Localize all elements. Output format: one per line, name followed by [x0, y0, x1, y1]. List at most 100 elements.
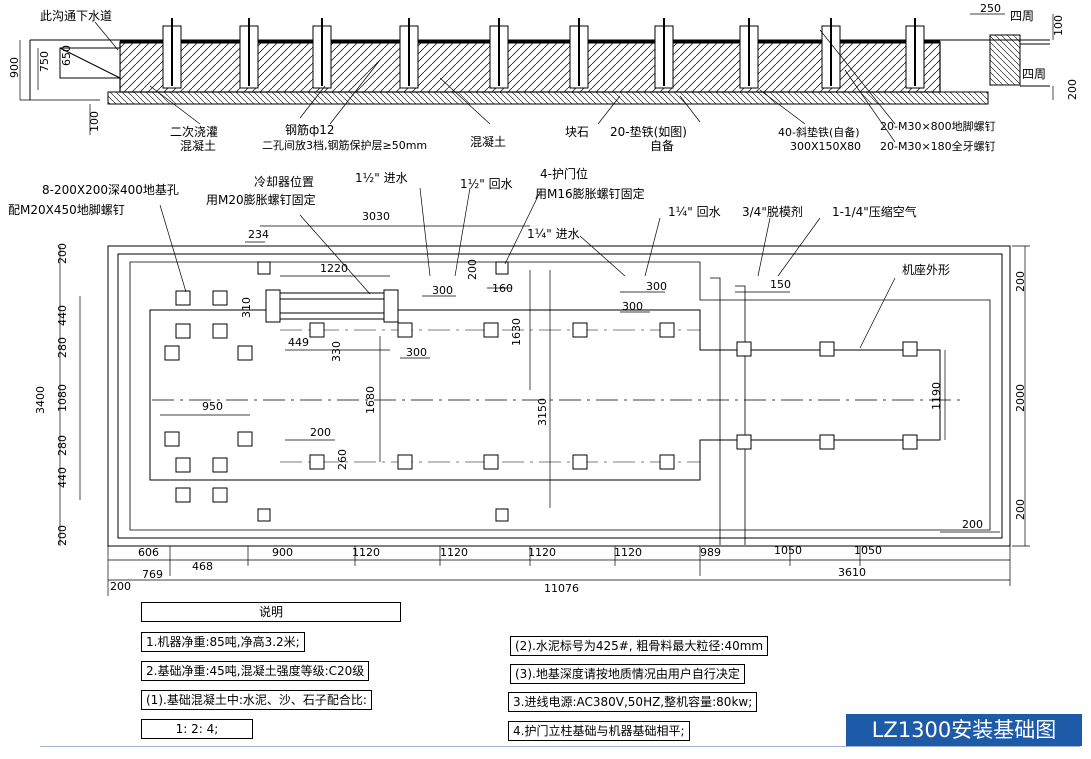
right-dim-200-top: 200 — [1014, 271, 1027, 292]
section-leaders — [19, 13, 1054, 143]
bottom-dim-200: 200 — [110, 580, 131, 593]
note-5: (2).水泥标号为425#, 粗骨料最大粒径:40mm — [510, 636, 769, 656]
left-dim-3400: 3400 — [34, 386, 47, 414]
section-bolts — [162, 18, 925, 89]
base-course — [107, 91, 989, 105]
right-dim-200-h: 200 — [962, 518, 983, 531]
right-dim-2000: 2000 — [1014, 384, 1027, 412]
rebar-note: 二孔间放3档,钢筋保护层≥50mm — [262, 138, 427, 152]
bottom-dim-468: 468 — [192, 560, 213, 573]
wedge-label: 40-斜垫铁(自备) — [778, 125, 860, 139]
left-dim-280-top: 280 — [56, 337, 69, 358]
bolt-holes — [164, 261, 918, 522]
left-dim-440-bot: 440 — [56, 467, 69, 488]
drawing-title-badge: LZ1300安装基础图 — [846, 714, 1082, 746]
bottom-dim-1120-d: 1120 — [614, 546, 642, 559]
secondary-pour-label: 二次浇灌 — [170, 125, 218, 139]
air-label: 1-1/4"压缩空气 — [832, 204, 917, 219]
bottom-dim-11076: 11076 — [544, 582, 579, 595]
bottom-dim-1120-a: 1120 — [352, 546, 380, 559]
drain-label: 此沟通下水道 — [40, 9, 112, 23]
anchor-bolt — [239, 18, 259, 89]
anchor-bolt — [399, 18, 419, 89]
dim-449: 449 — [288, 336, 309, 349]
anchor-bolt — [821, 18, 841, 89]
bolt-hole — [237, 431, 253, 447]
door-post — [495, 261, 509, 275]
bolt-hole — [175, 487, 191, 503]
water-in-1: 1½" 进水 — [355, 171, 408, 185]
bolt-hole — [483, 454, 499, 470]
door-label: 4-护门位 — [540, 166, 588, 181]
note-7: 3.进线电源:AC380V,50HZ,整机容量:80kw; — [508, 692, 758, 712]
base-outline-label: 机座外形 — [902, 262, 950, 277]
bolt-hole — [164, 345, 180, 361]
plan-labels: 8-200X200深400地基孔 配M20X450地脚螺钉 冷却器位置 用M20… — [8, 166, 950, 277]
concrete-label: 混凝土 — [470, 134, 506, 149]
bolt-hole — [483, 322, 499, 338]
bolt-hole — [309, 322, 325, 338]
bolt-hole — [212, 487, 228, 503]
dim-1190: 1190 — [930, 382, 943, 410]
note-6: (3).地基深度请按地质情况由用户自行决定 — [510, 664, 745, 684]
full-thread-bolt-label: 20-M30×180全牙螺钉 — [880, 139, 996, 153]
holes-label-2: 配M20X450地脚螺钉 — [8, 202, 125, 217]
bolt-hole — [659, 454, 675, 470]
left-dim-200-top: 200 — [56, 243, 69, 264]
note-2: 2.基础净重:45吨,混凝土强度等级:C20级 — [141, 661, 370, 681]
shim-label: 20-垫铁(如图) — [610, 124, 687, 139]
left-dim-440-top: 440 — [56, 305, 69, 326]
dim-950: 950 — [202, 400, 223, 413]
dim-330: 330 — [330, 341, 343, 362]
dim-200-a: 200 — [466, 259, 479, 280]
dim-900: 900 — [8, 57, 21, 78]
bolt-hole — [819, 434, 835, 450]
door-post — [495, 508, 509, 522]
anchor-bolt — [569, 18, 589, 89]
bolt-hole — [237, 345, 253, 361]
dim-300-a: 300 — [432, 284, 453, 297]
note-4: 1: 2: 4; — [141, 719, 253, 739]
plan-dimensions: 3030 234 1220 310 449 330 300 300 300 30… — [34, 210, 1027, 595]
anchor-bolt — [162, 18, 182, 89]
dim-300-c: 300 — [646, 280, 667, 293]
bolt-hole — [212, 323, 228, 339]
left-dim-1080: 1080 — [56, 384, 69, 412]
bolt-hole — [736, 341, 752, 357]
anchor-bolt — [739, 18, 759, 89]
bolt-hole — [736, 434, 752, 450]
section-view — [29, 34, 1050, 105]
bolt-hole — [572, 322, 588, 338]
bottom-dim-3610: 3610 — [838, 566, 866, 579]
stone-label: 块石 — [565, 125, 589, 139]
dim-1630: 1630 — [510, 318, 523, 346]
left-dim-280-bot: 280 — [56, 435, 69, 456]
dim-3030: 3030 — [362, 210, 390, 223]
dim-150: 150 — [770, 278, 791, 291]
plan-dim-lines — [59, 187, 1030, 596]
bottom-dim-1050-a: 1050 — [774, 544, 802, 557]
anchor-bolt — [654, 18, 674, 89]
anchor-bolt — [905, 18, 925, 89]
holes-label: 8-200X200深400地基孔 — [42, 183, 179, 197]
dim-234: 234 — [248, 228, 269, 241]
dim-300-d: 300 — [622, 300, 643, 313]
bottom-dim-769: 769 — [142, 568, 163, 581]
around-label-1: 四周 — [1010, 9, 1034, 23]
door-post — [257, 508, 271, 522]
dim-300-b: 300 — [406, 346, 427, 359]
dim-200-right: 200 — [1066, 79, 1079, 100]
notes-heading: 说明 — [141, 602, 401, 622]
dim-260: 260 — [336, 449, 349, 470]
door-label-2: 用M16膨胀螺钉固定 — [535, 186, 645, 201]
bolt-hole — [175, 323, 191, 339]
dim-200-b: 200 — [310, 426, 331, 439]
bottom-dim-606: 606 — [138, 546, 159, 559]
dim-750: 750 — [38, 51, 51, 72]
dim-3150: 3150 — [536, 398, 549, 426]
bolt-hole — [212, 290, 228, 306]
bottom-dim-989: 989 — [700, 546, 721, 559]
section-text: 此沟通下水道 二次浇灌 混凝土 钢筋ф12 二孔间放3档,钢筋保护层≥50mm … — [8, 2, 1079, 153]
shim-note: 自备 — [650, 139, 674, 153]
